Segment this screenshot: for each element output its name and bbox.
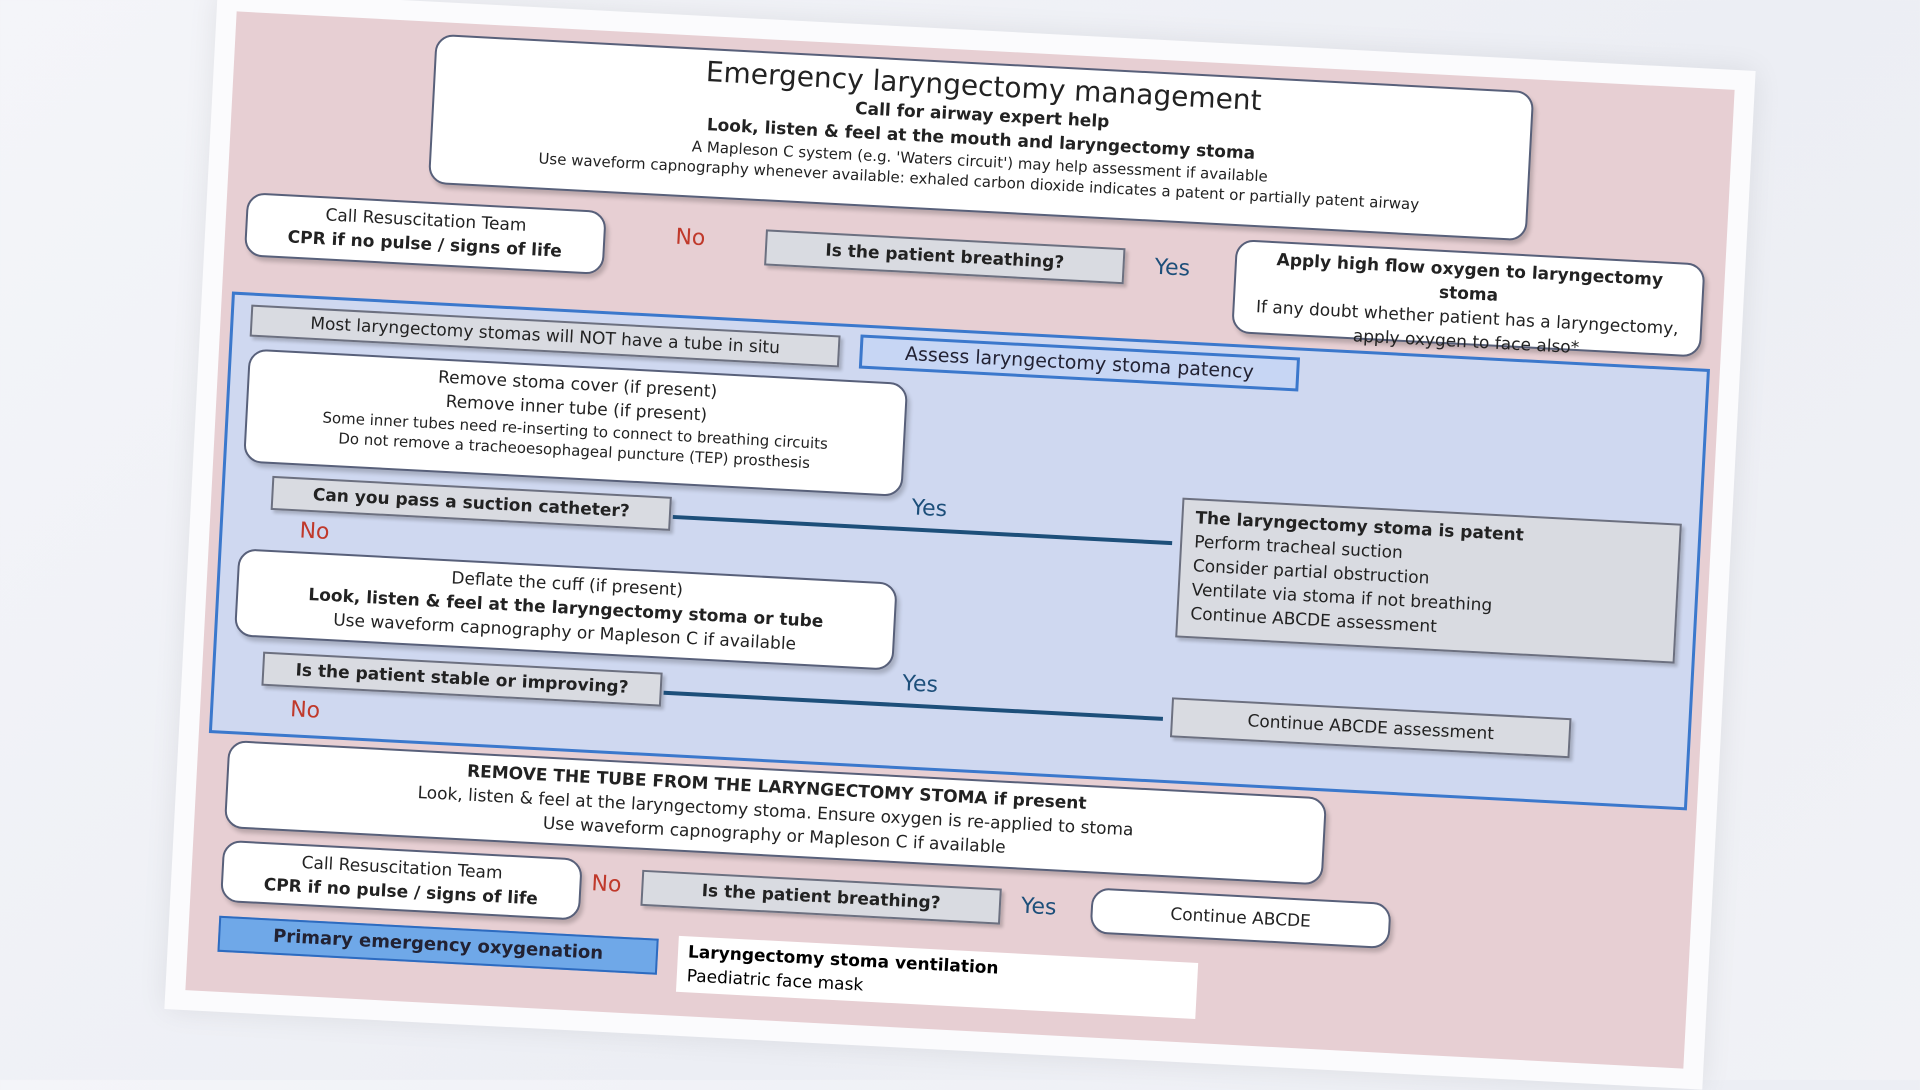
no-label: No [289, 697, 321, 724]
no-label: No [590, 871, 623, 898]
paper-sheet: Emergency laryngectomy management Call f… [164, 0, 1756, 1090]
primary-header-text: Primary emergency oxygenation [272, 925, 604, 964]
no-label: No [298, 518, 331, 545]
oxygen-line1: Apply high flow oxygen to laryngectomy s… [1276, 250, 1664, 306]
yes-label: Yes [910, 495, 948, 523]
flowchart-document: Emergency laryngectomy management Call f… [185, 11, 1735, 1069]
continue-abcde-text: Continue ABCDE assessment [1247, 711, 1495, 745]
question-breathing2-text: Is the patient breathing? [701, 880, 942, 914]
yes-label: Yes [1153, 254, 1191, 282]
continue-abcde-box-2: Continue ABCDE [1089, 887, 1392, 950]
continue-abcde2-text: Continue ABCDE [1169, 904, 1312, 932]
primary-oxygenation-header: Primary emergency oxygenation [217, 915, 659, 975]
question-breathing-2: Is the patient breathing? [640, 869, 1002, 925]
no-label: No [674, 224, 706, 252]
yes-label: Yes [1020, 893, 1058, 921]
question-breathing: Is the patient breathing? [764, 229, 1126, 285]
yes-label: Yes [901, 671, 939, 699]
oxygen-box: Apply high flow oxygen to laryngectomy s… [1231, 239, 1706, 358]
question-breathing-text: Is the patient breathing? [824, 240, 1065, 274]
